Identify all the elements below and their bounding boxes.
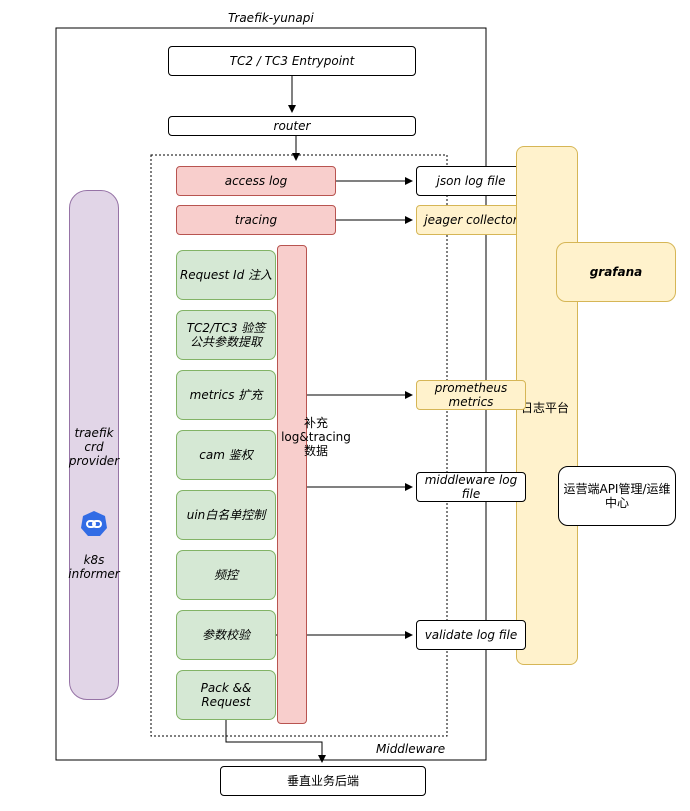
supplement-label: 补充 log&tracing 数据	[281, 416, 351, 458]
validate-log-file-box[interactable]: validate log file	[416, 620, 526, 650]
middleware-log-file-box[interactable]: middleware log file	[416, 472, 526, 502]
access-log-box[interactable]: access log	[176, 166, 336, 196]
backend-box[interactable]: 垂直业务后端	[220, 766, 426, 796]
router-box[interactable]: router	[168, 116, 416, 136]
crd-provider-label: traefik crd provider	[68, 426, 120, 468]
k8s-link-icon	[80, 510, 108, 538]
middleware-item-signature[interactable]: TC2/TC3 验签 公共参数提取	[176, 310, 276, 360]
middleware-item-rate-limit[interactable]: 频控	[176, 550, 276, 600]
arrow-pack-backend	[225, 720, 326, 763]
crd-provider-bar[interactable]	[69, 190, 119, 700]
middleware-item-param-validate[interactable]: 参数校验	[176, 610, 276, 660]
ops-center-box[interactable]: 运营端API管理/运维 中心	[558, 466, 676, 526]
middleware-item-cam-auth[interactable]: cam 鉴权	[176, 430, 276, 480]
middleware-label: Middleware	[376, 742, 446, 756]
middleware-item-uin-whitelist[interactable]: uin白名单控制	[176, 490, 276, 540]
log-platform-label: 日志平台	[521, 401, 570, 415]
log-platform-bar[interactable]	[516, 146, 578, 665]
grafana-box[interactable]: grafana	[556, 242, 676, 302]
tracing-box[interactable]: tracing	[176, 205, 336, 235]
prometheus-metrics-box[interactable]: prometheus metrics	[416, 380, 526, 410]
jeager-collector-box[interactable]: jeager collector	[416, 205, 526, 235]
entrypoint-box[interactable]: TC2 / TC3 Entrypoint	[168, 46, 416, 76]
supplement-bar[interactable]	[277, 245, 307, 724]
traefik-yunapi-title: Traefik-yunapi	[228, 11, 314, 25]
k8s-informer-label: k8s informer	[68, 553, 120, 581]
middleware-item-request-id[interactable]: Request Id 注入	[176, 250, 276, 300]
json-log-file-box[interactable]: json log file	[416, 166, 526, 196]
middleware-item-metrics[interactable]: metrics 扩充	[176, 370, 276, 420]
middleware-item-pack-request[interactable]: Pack && Request	[176, 670, 276, 720]
